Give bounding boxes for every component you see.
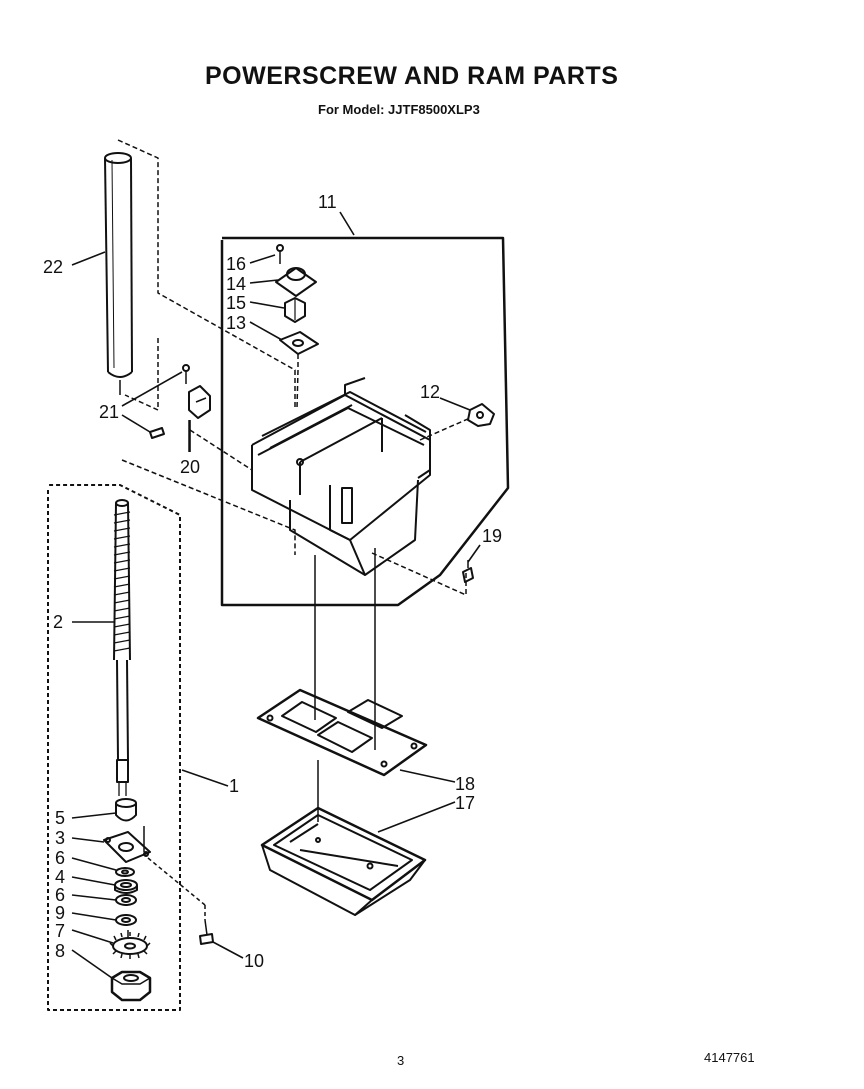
callout-12: 12 <box>420 382 440 402</box>
callout-15: 15 <box>226 293 246 313</box>
callout-16: 16 <box>226 254 246 274</box>
callout-17: 17 <box>455 793 475 813</box>
callout-5: 5 <box>55 808 65 828</box>
washer-part-9 <box>115 914 137 926</box>
callout-3: 3 <box>55 828 65 848</box>
callout-14: 14 <box>226 274 246 294</box>
mount-part-14 <box>275 267 317 297</box>
page-number: 3 <box>397 1053 405 1068</box>
model-subtitle: For Model: JJTF8500XLP3 <box>318 102 480 117</box>
document-number: 4147761 <box>704 1050 755 1065</box>
callout-4: 4 <box>55 867 65 887</box>
callout-7: 7 <box>55 921 65 941</box>
gasket-part-18 <box>256 688 428 777</box>
guide-line-13 <box>296 354 299 409</box>
assembly-1-bracket <box>47 484 181 1011</box>
clip-part-20 <box>188 385 211 452</box>
callout-13: 13 <box>226 313 246 333</box>
guide-line-21 <box>124 338 159 411</box>
latch-part-12 <box>467 403 495 427</box>
callout-1: 1 <box>229 776 239 796</box>
callout-labels: 22 11 16 14 15 13 12 21 20 19 2 1 18 17 … <box>43 192 502 971</box>
guide-line-2 <box>121 459 296 555</box>
callout-11: 11 <box>318 192 337 212</box>
page-title: POWERSCREW AND RAM PARTS <box>205 62 619 90</box>
callout-18: 18 <box>455 774 475 794</box>
screw-part-21-lower <box>149 427 165 439</box>
bearing-part-4 <box>114 879 138 894</box>
washer-part-6-upper <box>115 867 135 877</box>
plate-part-13 <box>279 331 319 355</box>
guide-line-12 <box>419 417 471 441</box>
leader-lines <box>71 211 481 979</box>
callout-21: 21 <box>99 402 119 422</box>
guide-line-19 <box>371 552 467 596</box>
ram-housing <box>251 377 431 576</box>
callout-8: 8 <box>55 941 65 961</box>
coupler-part-15 <box>284 297 306 323</box>
guide-line-20 <box>189 429 253 471</box>
callout-20: 20 <box>180 457 200 477</box>
sprocket-part-7 <box>109 930 151 959</box>
callout-9: 9 <box>55 903 65 923</box>
plate-part-3 <box>103 826 151 863</box>
washer-part-6-lower <box>115 894 137 906</box>
nut-part-8 <box>110 970 152 1002</box>
screw-part-21-upper <box>182 364 190 384</box>
bushing-part-5 <box>115 798 137 822</box>
callout-6b: 6 <box>55 885 65 905</box>
screw-part-16 <box>276 244 284 264</box>
callout-10: 10 <box>244 951 264 971</box>
power-screw-part-2 <box>113 499 131 796</box>
assembly-11-bracket <box>220 236 510 607</box>
screw-part-19 <box>462 560 474 583</box>
callout-2: 2 <box>53 612 63 632</box>
callout-6a: 6 <box>55 848 65 868</box>
pan-part-17 <box>260 806 427 916</box>
callout-22: 22 <box>43 257 63 277</box>
guide-line-22 <box>117 139 296 408</box>
ram-tube-part-22 <box>104 152 133 395</box>
callout-19: 19 <box>482 526 502 546</box>
